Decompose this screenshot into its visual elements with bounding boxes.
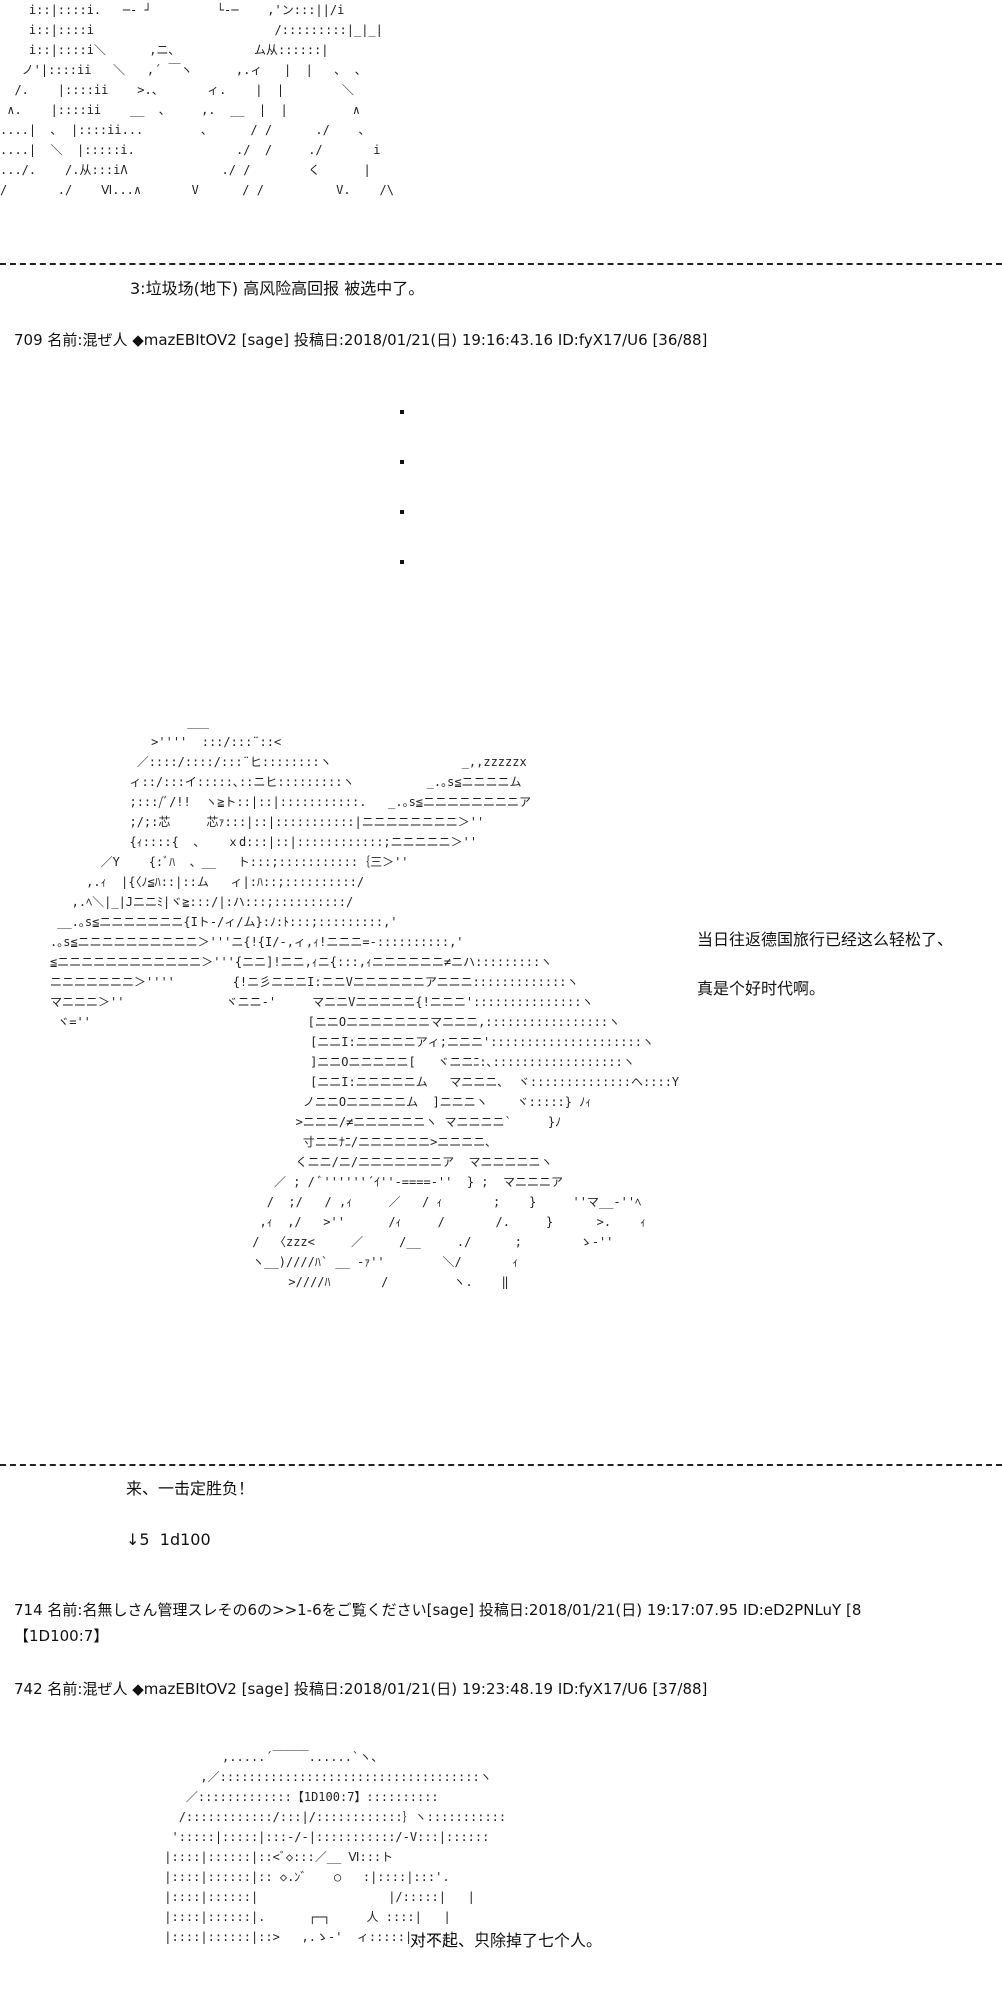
post-header: 709 名前:混ぜ人 ◆mazEBItOV2 [sage] 投稿日:2018/0… — [14, 331, 708, 349]
post-text: 3:垃圾场(地下) 高风险高回报 被选中了。 — [130, 279, 425, 298]
post-text: 来、一击定胜负！ — [126, 1479, 255, 1498]
post-header: 714 名前:名無しさん管理スレその6の>>1-6をご覧ください[sage] 投… — [14, 1601, 862, 1619]
side-text: 对不起、只除掉了七个人。 — [410, 1931, 603, 1950]
ellipsis-dot — [400, 560, 404, 564]
post-text: ↓5 1d100 — [126, 1530, 211, 1549]
post-header: 742 名前:混ぜ人 ◆mazEBItOV2 [sage] 投稿日:2018/0… — [14, 1680, 708, 1698]
ellipsis-dot — [400, 460, 404, 464]
ellipsis-dot — [400, 510, 404, 514]
side-text: 真是个好时代啊。 — [697, 979, 826, 998]
ascii-art-top: i::|::::i. ─- ┘ └-─ ,'ン:::||/i i::|::::i… — [0, 3, 394, 197]
divider — [0, 1464, 1002, 1466]
ascii-art-bottom: ,.....´￣￣￣......`ヽ、 ,／::::::::::::::::::… — [164, 1750, 507, 1944]
divider — [0, 263, 1002, 265]
side-text: 当日往返德国旅行已经这么轻松了、 — [697, 930, 954, 949]
ascii-art-figure: ___ >'''' :::/:::¨::< ／::::/::::/:::¨ヒ::… — [50, 715, 680, 1289]
dice-result: 【1D100:7】 — [14, 1627, 109, 1645]
ellipsis-dot — [400, 410, 404, 414]
